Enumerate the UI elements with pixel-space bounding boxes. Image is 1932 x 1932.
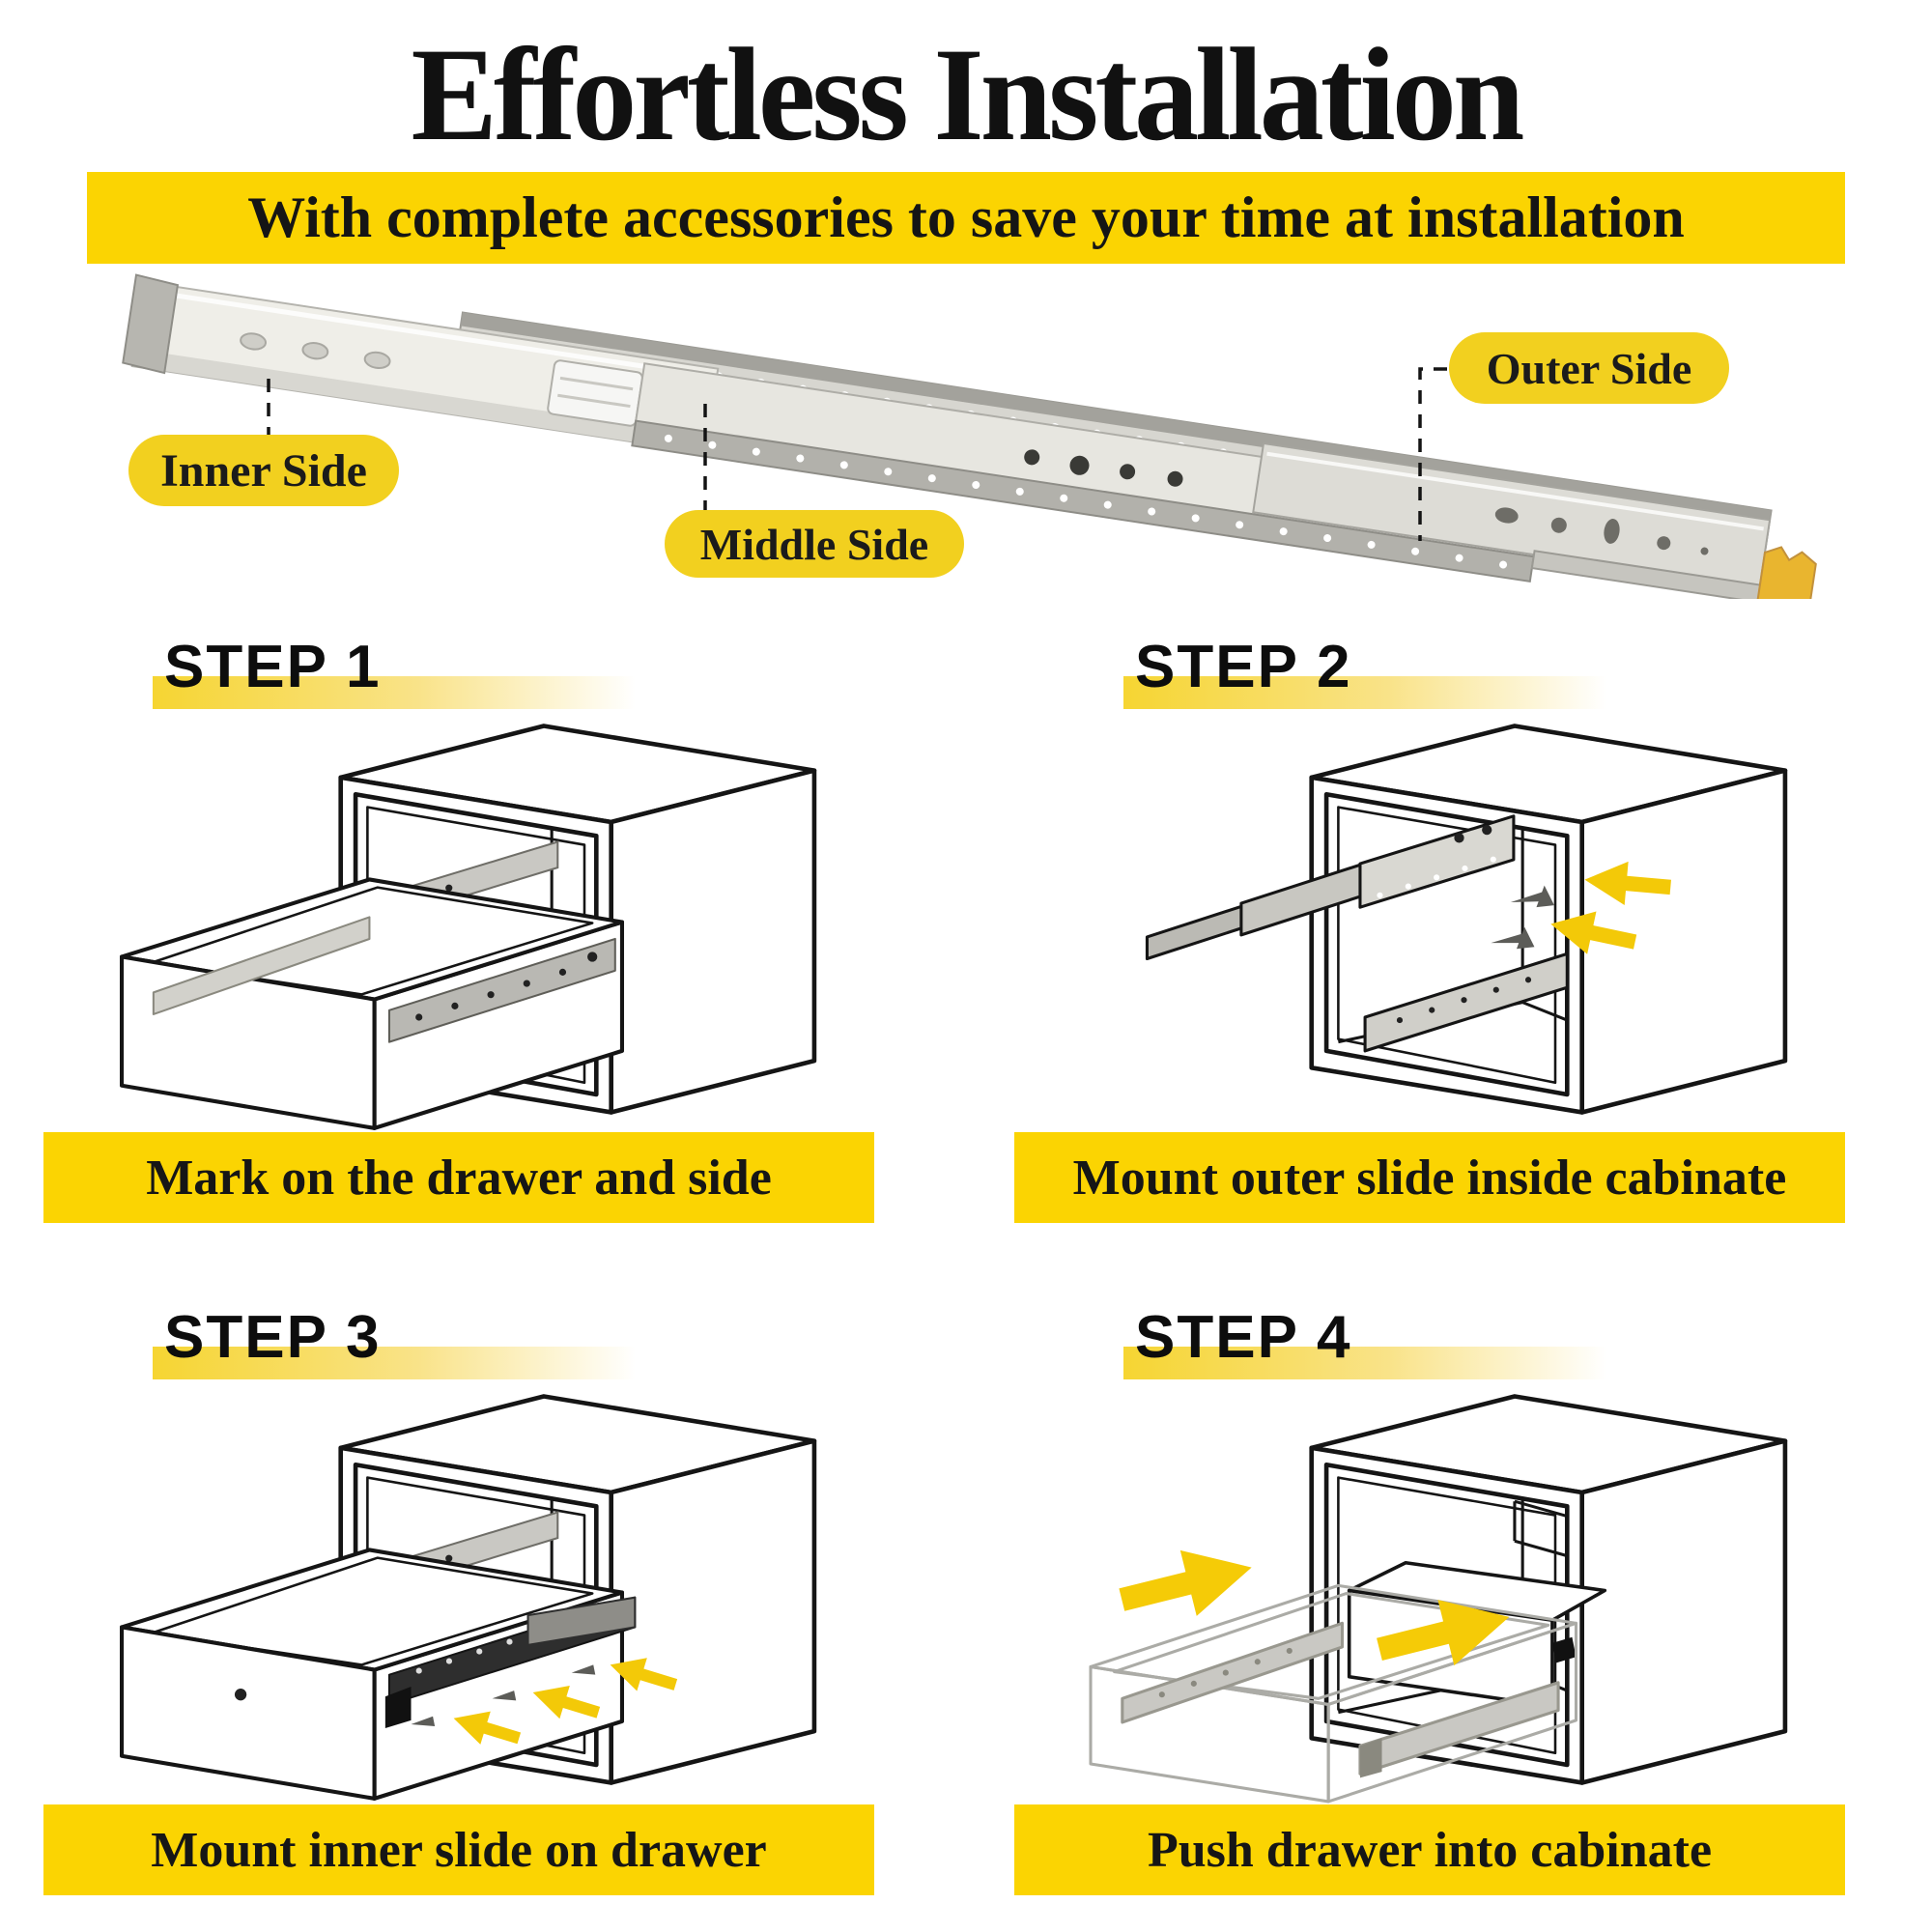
- subtitle-banner: With complete accessories to save your t…: [87, 172, 1845, 264]
- subtitle-banner-text: With complete accessories to save your t…: [247, 185, 1685, 249]
- outer-side-label-text: Outer Side: [1486, 343, 1692, 393]
- screws: [1491, 885, 1554, 950]
- step-2-illustration: [1145, 707, 1816, 1133]
- middle-side-label-text: Middle Side: [699, 519, 929, 569]
- step-3-heading: STEP 3: [164, 1304, 382, 1371]
- slide-rail-image: [122, 273, 1817, 599]
- outer-side-label: Outer Side: [1449, 332, 1729, 404]
- rail-yellow-end-cap: [1755, 546, 1817, 599]
- inner-side-label: Inner Side: [128, 435, 399, 506]
- step-1-heading: STEP 1: [164, 634, 382, 700]
- step-2-highlight: [1123, 676, 1606, 709]
- inner-side-label-text: Inner Side: [160, 444, 367, 497]
- leader-line-outer: [1418, 367, 1447, 541]
- middle-side-label: Middle Side: [665, 510, 964, 578]
- drawer: [119, 877, 625, 1130]
- interior-partition: [1513, 1499, 1568, 1558]
- step-1-highlight: [153, 676, 636, 709]
- screws: [411, 1664, 596, 1727]
- step-4-caption-text: Push drawer into cabinate: [1147, 1822, 1713, 1878]
- outer-slide-assembly: [1145, 814, 1569, 1053]
- step-1-caption-text: Mark on the drawer and side: [146, 1150, 772, 1206]
- step-2-heading: STEP 2: [1135, 634, 1352, 700]
- step-3-caption-text: Mount inner slide on drawer: [151, 1822, 767, 1878]
- drawer: [119, 1548, 637, 1801]
- page-title: Effortless Installation: [411, 20, 1525, 168]
- step-4-illustration: [1089, 1378, 1816, 1804]
- step-3-highlight: [153, 1347, 636, 1379]
- step-4-caption: Push drawer into cabinate: [1014, 1804, 1845, 1895]
- step-3-caption: Mount inner slide on drawer: [43, 1804, 874, 1895]
- step-4-heading: STEP 4: [1135, 1304, 1352, 1371]
- step-3-illustration: [119, 1378, 845, 1801]
- step-4-highlight: [1123, 1347, 1606, 1379]
- ghost-drawer: [1089, 1583, 1578, 1804]
- step-2-caption: Mount outer slide inside cabinate: [1014, 1132, 1845, 1223]
- slide-rail-figure: [122, 273, 1817, 599]
- step-1-caption: Mark on the drawer and side: [43, 1132, 874, 1223]
- step-2-caption-text: Mount outer slide inside cabinate: [1072, 1150, 1787, 1206]
- step-1-illustration: [119, 707, 845, 1130]
